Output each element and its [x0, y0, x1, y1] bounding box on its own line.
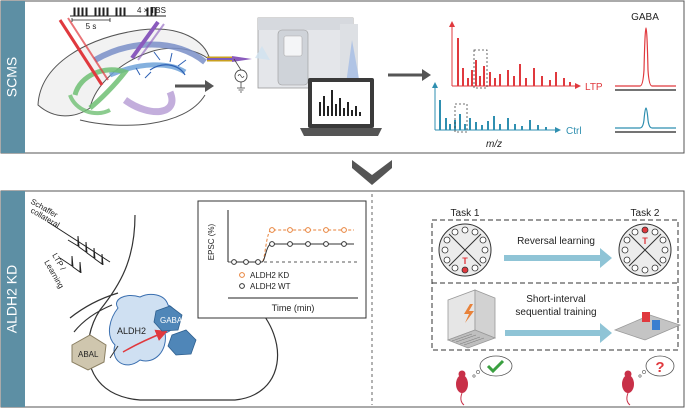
laptop: [300, 78, 382, 136]
mouse-wt: [456, 355, 513, 406]
top-panel: SCMS 5 s 4 × TBS: [0, 0, 685, 154]
maze1-target: T: [462, 256, 468, 266]
legend-wt-marker: [239, 283, 245, 289]
conversion-arrow: [122, 329, 168, 353]
ltp-spectrum: [449, 21, 581, 89]
task2-label: Task 2: [631, 208, 660, 219]
object-arena: [613, 312, 682, 341]
bottom-side-band: [1, 191, 25, 407]
kd-points: [269, 227, 347, 233]
scms-label: SCMS: [4, 57, 20, 97]
wt-points: [231, 241, 347, 265]
ctrl-label: Ctrl: [566, 126, 582, 137]
reversal-label: Reversal learning: [517, 236, 595, 247]
top-side-band: [1, 1, 25, 153]
abal-label: ABAL: [78, 350, 99, 359]
gaba-ctrl-peak: [615, 107, 676, 133]
ltp-label: LTP: [585, 82, 603, 93]
task1-label: Task 1: [451, 208, 480, 219]
conditioning-chamber: [446, 289, 497, 349]
legend-kd: ALDH2 KD: [250, 271, 289, 280]
gaba-top-label: GABA: [631, 12, 659, 23]
maze2-target: T: [642, 236, 648, 246]
spike-train: [59, 235, 104, 274]
panel-transition-arrow: [352, 160, 392, 185]
gaba-molecule-1: [153, 305, 183, 332]
bottom-panel: ALDH2 KD Schaffer collateral LTP / Learn…: [0, 190, 685, 408]
reversal-arrow: [504, 248, 612, 268]
ctrl-spectrum: [432, 82, 561, 133]
tasks-box: [431, 219, 679, 351]
legend-kd-marker: [239, 272, 245, 278]
flow-arrow-1: [175, 80, 214, 92]
stim-protocol-label: 4 × TBS: [137, 6, 166, 15]
legend-wt: ALDH2 WT: [250, 282, 291, 291]
epsc-chart: EPSC (%) Time (min) AL: [197, 200, 367, 319]
gaba-neuron-label: GABA: [160, 316, 183, 325]
gaba-ltp-peak: [615, 27, 676, 91]
mouse-kd: [622, 355, 675, 406]
stim-trace: [70, 7, 166, 22]
question-icon: ?: [655, 359, 664, 376]
aldh2-label: ALDH2: [117, 326, 146, 336]
hippocampus-slice: [37, 17, 211, 126]
radial-maze-2: [618, 223, 672, 277]
short-interval-arrow: [505, 323, 612, 343]
abal-molecule: [71, 334, 107, 371]
gaba-molecule-2: [167, 329, 197, 356]
short-interval-label-2: sequential training: [515, 307, 596, 318]
aldh2-kd-label: ALDH2 KD: [4, 265, 20, 333]
short-interval-label-1: Short-interval: [526, 294, 585, 305]
epsc-xlabel: Time (min): [272, 303, 315, 313]
flow-arrow-2: [388, 69, 431, 81]
check-icon: [486, 359, 505, 374]
mass-spectrometer: [255, 17, 360, 89]
sampling-probe: [207, 56, 252, 93]
epsc-ylabel: EPSC (%): [207, 223, 216, 260]
radial-maze-1: [438, 223, 492, 277]
mz-label: m/z: [486, 139, 502, 150]
stim-time-label: 5 s: [86, 22, 97, 31]
